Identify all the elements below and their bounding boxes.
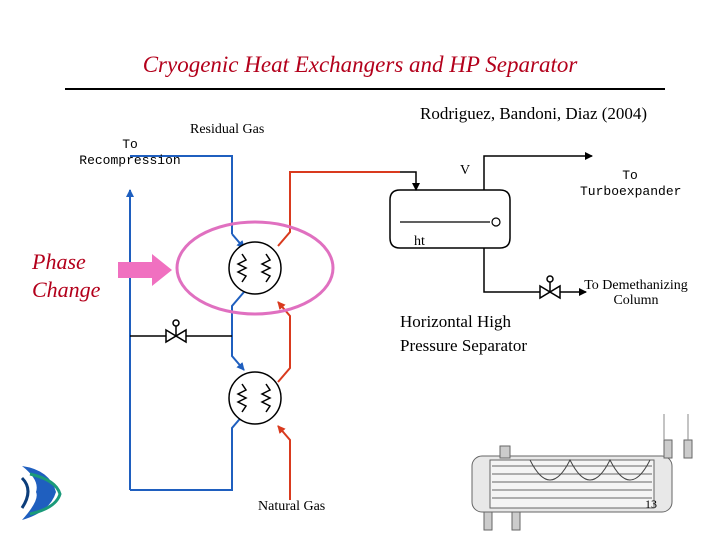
vapor-label: V [460,163,471,178]
title-divider [65,88,665,90]
to-recompression-label-line2: Recompression [79,153,181,168]
feed-arrow [400,171,420,191]
hp-separator-vessel [389,189,511,249]
natural-gas-label: Natural Gas [258,499,326,514]
page-number: 13 [645,497,657,511]
valve-icon [165,319,187,344]
hp-separator-label: Horizontal High Pressure Separator [400,310,527,358]
phase-change-label-line2: Change [32,277,101,302]
shell-tube-exchanger-drawing [471,414,693,531]
logo-icon [20,466,62,520]
heat-exchanger-icon [228,241,282,295]
slide-title: Cryogenic Heat Exchangers and HP Separat… [142,52,578,77]
to-turboexpander-label-line1: To [622,168,638,183]
phase-change-highlight [175,220,335,316]
authors-citation: Rodriguez, Bandoni, Diaz (2004) [420,104,648,123]
residual-gas-label: Residual Gas [190,122,265,137]
to-recompression-label: To Recompression [70,137,190,169]
liquid-outlet [483,248,540,293]
phase-change-label-line1: Phase [32,249,86,274]
to-turboexpander-label: To Turboexpander [580,168,682,200]
phase-change-label: Phase Change [32,248,100,304]
to-recompression-label-line1: To [122,137,138,152]
vapor-outlet [483,152,593,190]
to-turboexpander-label-line2: Turboexpander [580,184,682,199]
heat-exchanger-icon [228,371,282,425]
hp-separator-label-line1: Horizontal High [400,312,511,331]
hp-separator-label-line2: Pressure Separator [400,336,527,355]
hot-stream [277,171,400,500]
liquid-height-label: ht [414,234,425,249]
recompression-line [126,155,233,491]
phase-change-arrow [118,254,172,286]
to-demethanizing-label-line2: Column [613,293,659,308]
level-indicator [491,217,501,227]
valve-icon [539,275,561,300]
to-demethanizing-label-line1: To Demethanizing [584,278,688,293]
to-demethanizing-label: To Demethanizing Column [580,278,692,308]
